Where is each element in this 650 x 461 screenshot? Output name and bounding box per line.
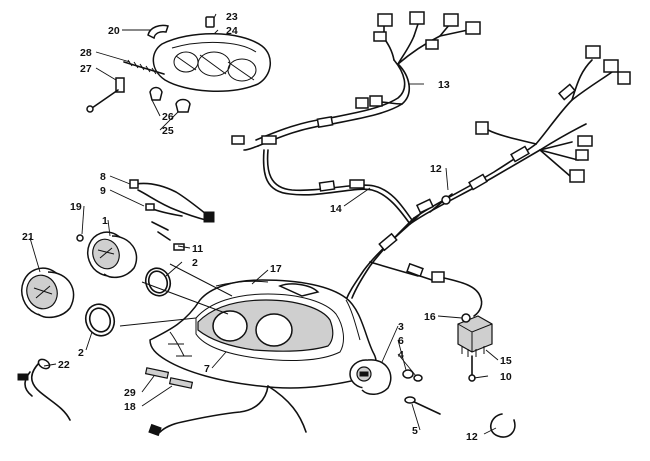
callout-16: 16: [424, 311, 436, 323]
alignment-line: [141, 281, 229, 315]
gauge-bulb: [76, 234, 84, 242]
callout-27: 27: [80, 63, 92, 75]
regulator-nut: [461, 313, 471, 323]
callout-22: 22: [58, 359, 70, 371]
connector: [577, 135, 593, 147]
leader-lines: [29, 13, 499, 435]
callout-17: 17: [270, 263, 282, 275]
callout-6: 6: [398, 335, 404, 347]
callout-21: 21: [22, 231, 34, 243]
headlight-clip: [205, 16, 215, 28]
callout-7: 7: [204, 363, 210, 375]
callout-26: 26: [162, 111, 174, 123]
adjust-screw: [91, 89, 119, 109]
connector: [409, 11, 425, 25]
connector: [569, 169, 585, 183]
headlight-seal: [147, 24, 169, 40]
connector: [475, 121, 489, 135]
alignment-line: [169, 263, 233, 297]
alignment-line: [119, 317, 197, 327]
cable-clamp: [490, 413, 516, 438]
callout-29: 29: [124, 387, 136, 399]
callout-13: 13: [438, 79, 450, 91]
callout-11: 11: [192, 243, 203, 255]
callout-1: 1: [102, 215, 108, 227]
adjust-bracket: [115, 77, 125, 93]
connector: [575, 149, 589, 161]
callout-8: 8: [100, 171, 106, 183]
callout-20: 20: [108, 25, 120, 37]
callout-3: 3: [398, 321, 404, 333]
indicator-harness: [17, 358, 71, 421]
connector: [443, 13, 459, 27]
callout-25: 25: [162, 125, 174, 137]
callout-12b: 12: [466, 431, 478, 443]
voltage-regulator: [457, 313, 493, 382]
retaining-ring: [84, 303, 116, 337]
connector: [377, 13, 393, 27]
callout-12a: 12: [430, 163, 442, 175]
lamp-cable: [159, 385, 269, 433]
callout-24: 24: [226, 25, 238, 37]
callout-2a: 2: [192, 257, 198, 269]
socket: [175, 98, 191, 113]
wiring-harness: [231, 11, 631, 317]
callout-2b: 2: [78, 347, 84, 359]
callout-23: 23: [226, 11, 238, 23]
callout-18: 18: [124, 401, 136, 413]
connector: [465, 21, 481, 35]
callout-15: 15: [500, 355, 512, 367]
callout-9: 9: [100, 185, 106, 197]
headlight-assembly: [86, 16, 271, 113]
callout-5: 5: [412, 425, 418, 437]
bulb: [149, 86, 163, 101]
decal-strip: [144, 367, 170, 379]
switch-washer: [413, 374, 423, 382]
ignition-switch: [349, 359, 441, 415]
callout-4: 4: [398, 349, 404, 361]
callout-19: 19: [70, 201, 82, 213]
pigtail-connector: [203, 211, 215, 223]
switch-key-cable: [409, 399, 441, 415]
callout-14: 14: [330, 203, 342, 215]
decal-strip: [168, 377, 194, 389]
callout-labels: 20 23 24 28 27 26 25 13 14 12 8 9 19 1 1…: [22, 11, 512, 443]
connector: [603, 59, 619, 73]
retaining-ring: [144, 267, 172, 297]
gauge-pigtail: [76, 179, 215, 251]
connector: [617, 71, 631, 85]
dash-panel: [149, 279, 377, 389]
speedometer: [21, 267, 75, 319]
connector: [585, 45, 601, 59]
switch-nut: [402, 369, 414, 379]
callout-10: 10: [500, 371, 512, 383]
callout-28: 28: [80, 47, 92, 59]
tachometer: [87, 231, 138, 279]
